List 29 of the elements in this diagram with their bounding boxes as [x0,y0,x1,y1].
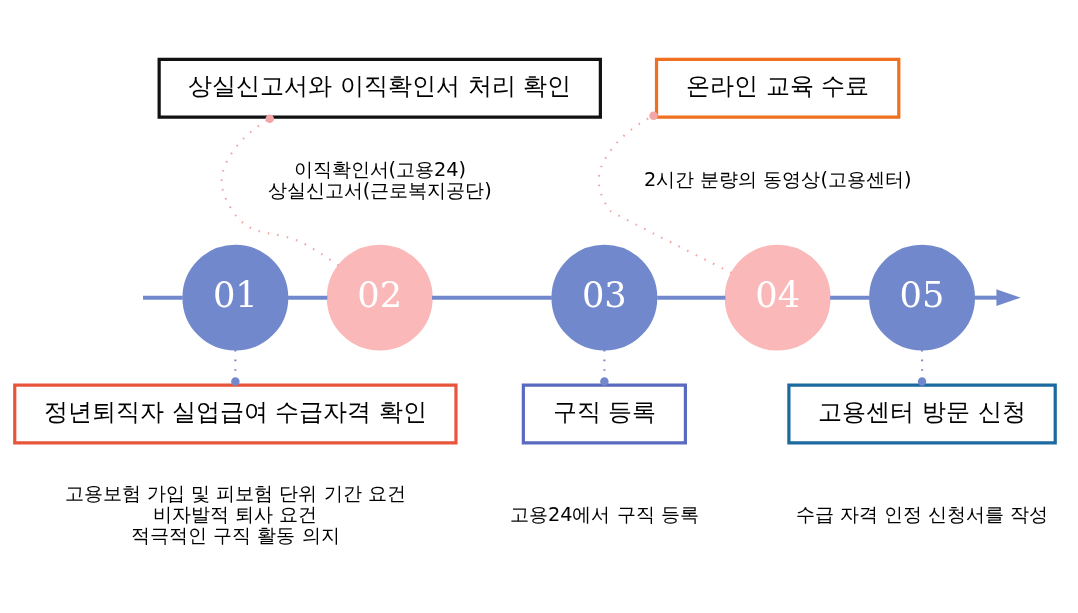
node-box: 상실신고서와 이직확인서 처리 확인 [157,57,602,119]
connector [220,114,340,267]
connector [287,295,328,300]
connector [600,349,609,386]
connector [657,295,726,300]
node-box: 구직 등록 [521,383,687,445]
node-box: 온라인 교육 수료 [654,57,901,119]
connector [830,295,870,300]
node-circle: 04 [724,244,831,351]
node-circle: 05 [869,244,975,351]
connector [231,349,240,386]
node-circle: 01 [182,244,289,351]
node-label: 고용보험 가입 및 피보험 단위 기간 요건 [65,481,406,505]
node-label: 이직확인서(고용24) [293,157,467,181]
connector [143,295,183,300]
connector [597,111,732,274]
node-box: 정년퇴직자 실업급여 수급자격 확인 [13,383,458,445]
node-label: 비자발적 퇴사 요건 [153,502,318,526]
connector [917,349,927,386]
node-circle: 02 [326,244,433,351]
node-label: 상실신고서(근로복지공단) [267,178,492,202]
node-label: 고용24에서 구직 등록 [510,502,699,526]
node-label: 수급 자격 인정 신청서를 작성 [795,502,1049,526]
node-box: 고용센터 방문 신청 [787,383,1057,445]
arrow [974,289,1021,307]
node-label: 2시간 분량의 동영상(고용센터) [643,168,912,192]
connector [431,295,552,300]
node-circle: 03 [551,244,658,351]
node-label: 적극적인 구직 활동 의지 [131,523,340,547]
